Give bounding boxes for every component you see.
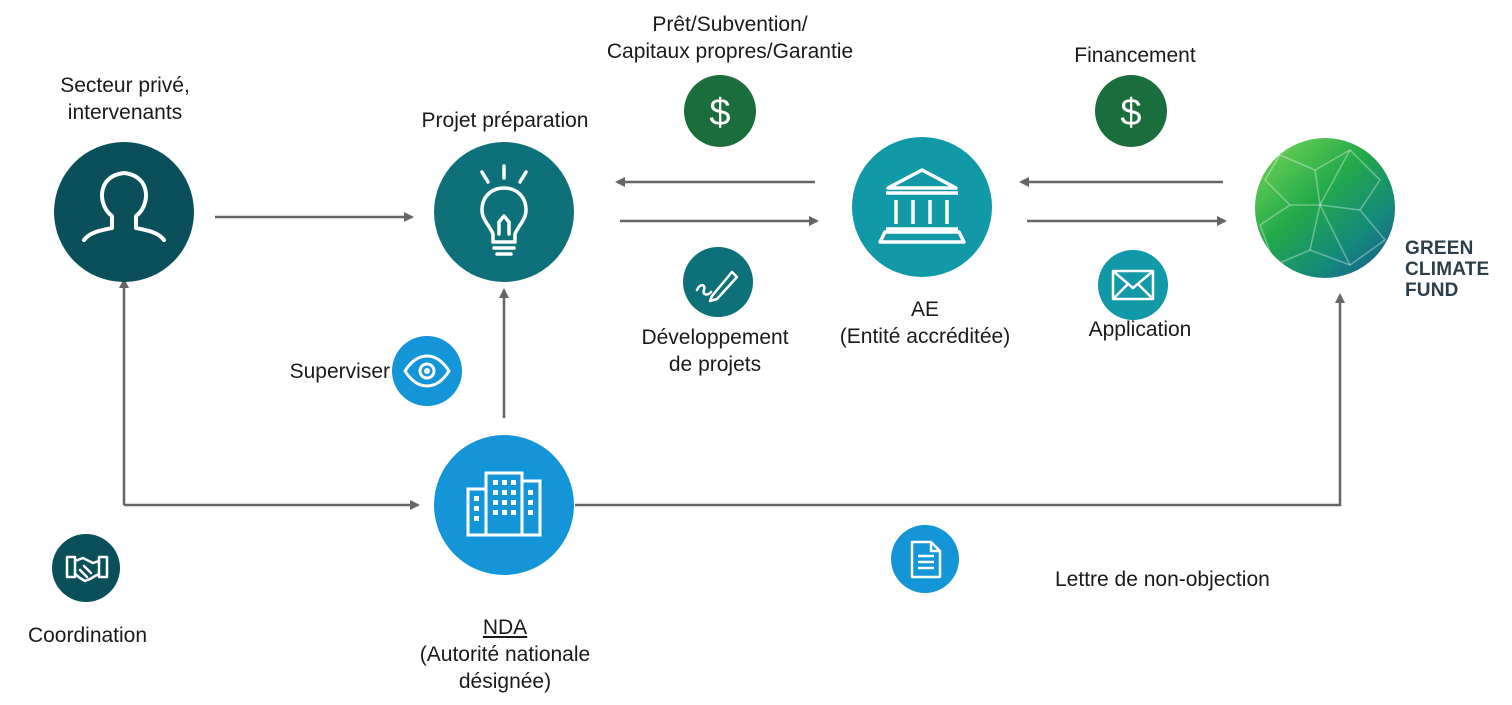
buildings-icon: [466, 471, 542, 537]
document-icon: [891, 525, 959, 593]
financing-dollar-icon: $: [1095, 75, 1167, 147]
ae-node: [852, 137, 992, 277]
svg-text:$: $: [1120, 92, 1141, 134]
no-objection-label: Lettre de non-objection: [1055, 568, 1270, 591]
ae-label: AE (Entité accréditée): [839, 298, 1011, 348]
svg-text:$: $: [709, 92, 730, 134]
supervise-label: Superviser: [289, 360, 390, 383]
private-sector-node: [54, 142, 194, 282]
bank-icon: [878, 168, 966, 244]
loan-dollar-icon: $: [684, 75, 756, 147]
connectors: [119, 177, 1345, 510]
gcf-wordmark: GREEN CLIMATE FUND: [1405, 238, 1490, 301]
nda-node: [434, 435, 574, 575]
loan-label: Prêt/Subvention/ Capitaux propres/Garant…: [606, 13, 854, 63]
pencil-icon: [683, 247, 753, 317]
building-windows: [474, 480, 533, 521]
application-label: Application: [1088, 318, 1192, 341]
private-sector-label: Secteur privé, intervenants: [60, 74, 190, 124]
gcf-globe-logo: [1255, 138, 1395, 278]
lightbulb-icon: [480, 164, 528, 256]
handshake-icon: [52, 534, 120, 602]
project-prep-node: [434, 142, 574, 282]
arrow-nda-to-gcf: [575, 293, 1345, 507]
project-prep-label: Projet préparation: [421, 109, 589, 132]
project-dev-label: Développement de projets: [641, 326, 789, 376]
nda-label: NDA (Autorité nationale désignée): [390, 614, 620, 695]
coordination-label: Coordination: [27, 624, 148, 647]
envelope-icon: [1098, 250, 1168, 320]
person-icon: [82, 171, 166, 242]
eye-icon: [392, 336, 462, 406]
financing-label: Financement: [1074, 44, 1196, 67]
nda-title: NDA: [482, 616, 528, 639]
